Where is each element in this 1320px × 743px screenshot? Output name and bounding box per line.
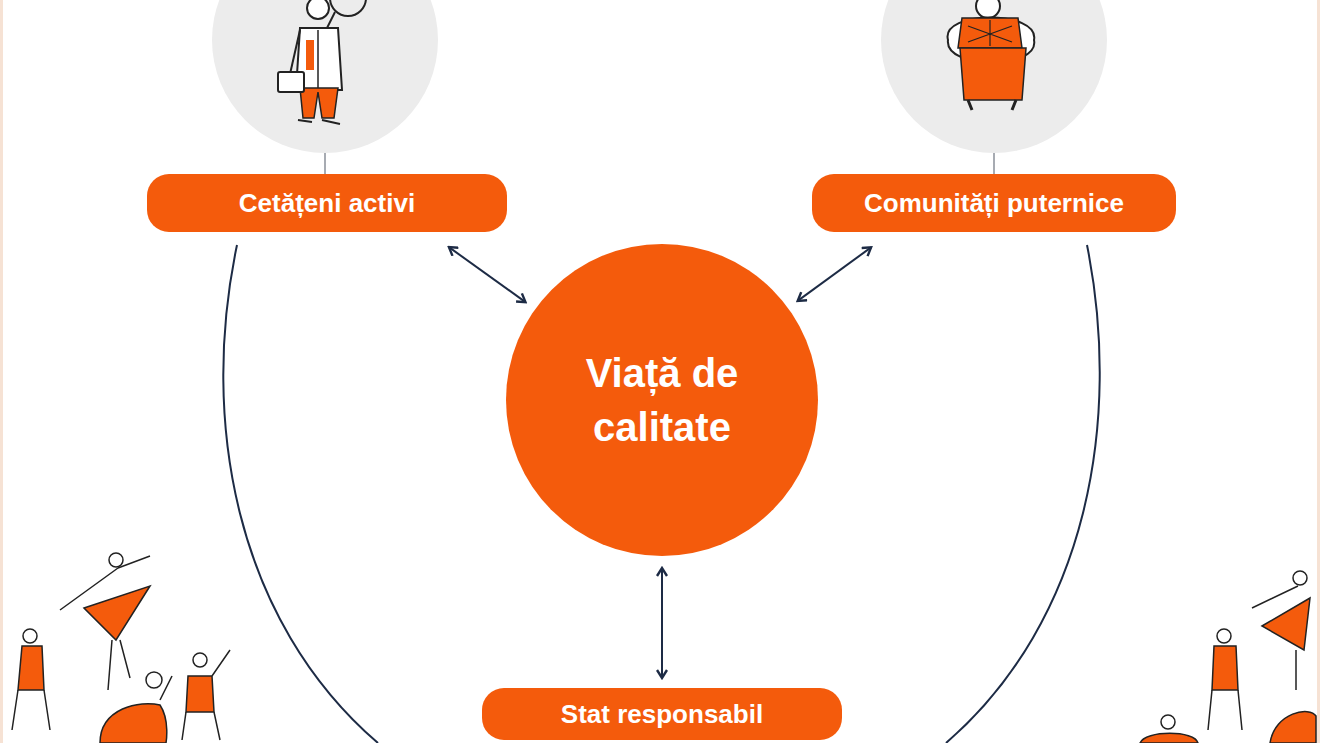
stem-line xyxy=(993,152,995,174)
node-label: Stat responsabil xyxy=(561,699,763,730)
outer-arc xyxy=(946,245,1100,743)
double-arrow xyxy=(661,568,663,678)
outer-arc xyxy=(223,245,378,743)
stem-line xyxy=(324,152,326,174)
center-circle: Viață de calitate xyxy=(506,244,818,556)
node-label: Viață de calitate xyxy=(567,346,757,454)
people-illustration xyxy=(12,553,230,743)
node-label: Cetățeni activi xyxy=(239,188,415,219)
pill-label: Comunități puternice xyxy=(812,174,1176,232)
node-label: Comunități puternice xyxy=(864,188,1124,219)
community-icon xyxy=(881,0,1107,153)
double-arrow xyxy=(798,247,871,301)
pill-label: Stat responsabil xyxy=(482,688,842,740)
people-illustration xyxy=(1140,571,1316,743)
pill-label: Cetățeni activi xyxy=(147,174,507,232)
citizen-icon xyxy=(212,0,438,153)
double-arrow xyxy=(449,247,526,302)
